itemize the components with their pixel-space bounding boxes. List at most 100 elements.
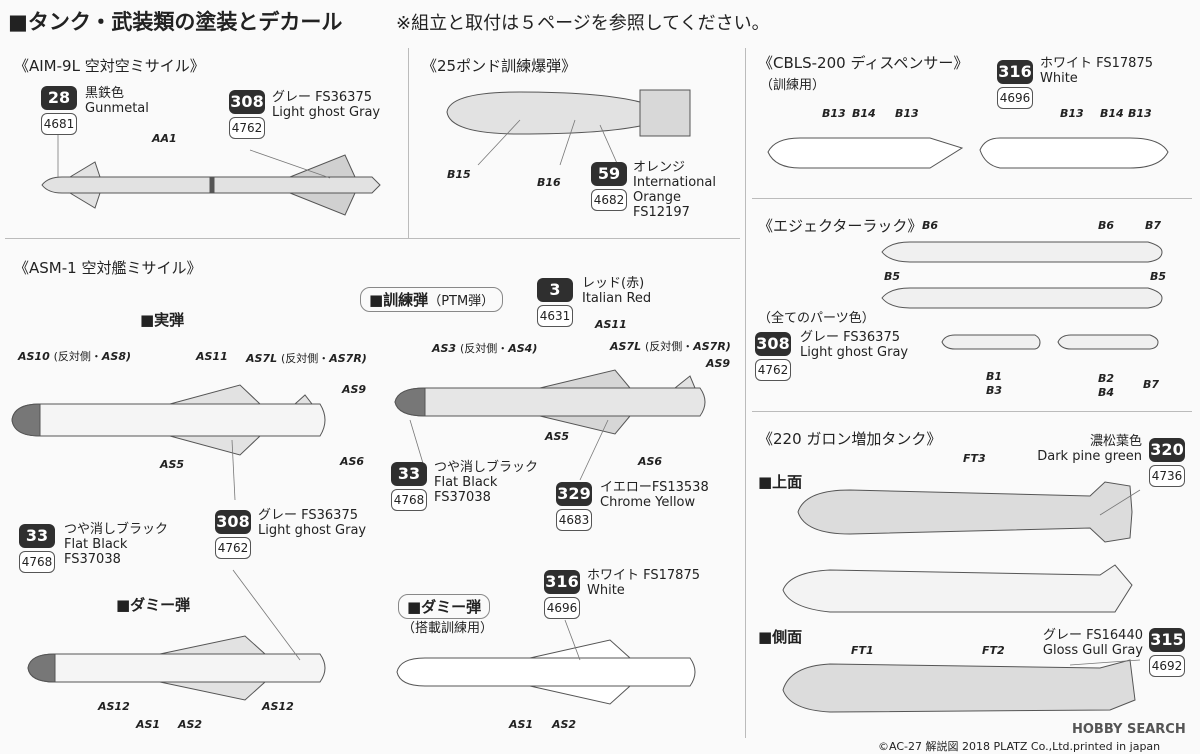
color-label-28: 黒鉄色 Gunmetal bbox=[85, 86, 149, 116]
asm1-ptm-missile bbox=[394, 387, 706, 417]
training-round-paren: （PTM弾） bbox=[428, 294, 495, 309]
decal-label-as10: AS10 (反対側・AS8) bbox=[18, 348, 131, 364]
decal-label: B1 bbox=[986, 370, 1003, 383]
color-alt-number: 4762 bbox=[229, 117, 265, 139]
color-code-308-c: 308 4762 bbox=[214, 510, 252, 559]
tank-top-view bbox=[797, 481, 1133, 543]
decal-note: (反対側・ bbox=[644, 340, 694, 353]
decal-label: AS7L bbox=[246, 352, 278, 365]
decal-label-as7-b: AS7L (反対側・AS7R) bbox=[610, 338, 731, 354]
decal-label: B13 bbox=[895, 107, 919, 120]
tank-side-view-lower bbox=[782, 659, 1136, 713]
color-alt-number: 4762 bbox=[215, 537, 251, 559]
decal-label: B5 bbox=[1150, 270, 1167, 283]
decal-label: AS1 bbox=[509, 718, 534, 731]
divider-right-2 bbox=[752, 411, 1192, 412]
section-bomb-title: 《25ポンド訓練爆弾》 bbox=[422, 57, 577, 75]
dummy-round-right-title: ■ダミー弾 bbox=[398, 594, 491, 619]
decal-label: AS8) bbox=[101, 350, 132, 363]
color-label-316-b: ホワイト FS17875 White bbox=[587, 568, 700, 598]
tank-side-view-upper bbox=[782, 564, 1133, 613]
color-number: 33 bbox=[19, 524, 55, 548]
color-label-308-c: グレー FS36375 Light ghost Gray bbox=[258, 508, 367, 538]
color-alt-number: 4696 bbox=[997, 87, 1033, 109]
color-number: 320 bbox=[1149, 438, 1185, 462]
decal-label: AS12 bbox=[262, 700, 294, 713]
color-code-59: 59 4682 bbox=[590, 162, 628, 211]
section-ejector-title: 《エジェクターラック》 bbox=[758, 217, 923, 235]
decal-note: (反対側・ bbox=[459, 342, 509, 355]
ejector-rack-2 bbox=[881, 287, 1163, 309]
color-label-329: イエローFS13538 Chrome Yellow bbox=[600, 480, 709, 510]
decal-label-as3: AS3 (反対側・AS4) bbox=[432, 340, 537, 356]
assembly-note: ※組立と取付は５ページを参照してください。 bbox=[396, 13, 770, 34]
color-number: 316 bbox=[997, 60, 1033, 84]
ejector-rack-part-b bbox=[1057, 334, 1159, 350]
decal-label: B13 bbox=[822, 107, 846, 120]
color-code-33-a: 33 4768 bbox=[390, 462, 428, 511]
color-label-308-a: グレー FS36375 Light ghost Gray bbox=[272, 90, 381, 120]
color-code-308-a: 308 4762 bbox=[228, 90, 266, 139]
divider-mid-top bbox=[408, 48, 409, 238]
watermark: HOBBY SEARCH bbox=[1072, 722, 1186, 737]
decal-label: AS7L bbox=[610, 340, 642, 353]
divider-right-1 bbox=[752, 198, 1192, 199]
color-label-308-b: グレー FS36375 Light ghost Gray bbox=[800, 330, 909, 360]
decal-label: AS11 bbox=[595, 318, 627, 331]
decal-label: AA1 bbox=[152, 132, 177, 145]
decal-label: FT2 bbox=[982, 644, 1005, 657]
asm1-live-missile bbox=[11, 403, 326, 437]
asm1-dummy-right bbox=[396, 657, 696, 687]
color-number: 308 bbox=[229, 90, 265, 114]
decal-label: B6 bbox=[922, 219, 939, 232]
copyright: ©AC-27 解説図 2018 PLATZ Co.,Ltd.printed in… bbox=[878, 740, 1161, 753]
decal-label: B13 bbox=[1060, 107, 1084, 120]
decal-label: AS9 bbox=[706, 357, 731, 370]
divider-left-top bbox=[5, 238, 740, 239]
decal-label: AS5 bbox=[545, 430, 570, 443]
dummy-round-right-paren: （搭載訓練用） bbox=[402, 621, 494, 636]
color-alt-number: 4762 bbox=[755, 359, 791, 381]
color-alt-number: 4681 bbox=[41, 113, 77, 135]
color-label-320: 濃松葉色 Dark pine green bbox=[1037, 434, 1142, 464]
decal-label: B7 bbox=[1145, 219, 1162, 232]
live-round-title: ■実弾 bbox=[140, 311, 185, 329]
color-alt-number: 4768 bbox=[391, 489, 427, 511]
side-view-title: ■側面 bbox=[758, 628, 803, 646]
decal-label: B13 bbox=[1128, 107, 1152, 120]
decal-label: AS6 bbox=[340, 455, 365, 468]
color-alt-number: 4631 bbox=[537, 305, 573, 327]
color-code-33-b: 33 4768 bbox=[18, 524, 56, 573]
decal-note: (反対側・ bbox=[280, 352, 330, 365]
color-alt-number: 4768 bbox=[19, 551, 55, 573]
color-label-33-a: つや消しブラック Flat Black FS37038 bbox=[434, 460, 539, 505]
asm1-dummy-left bbox=[27, 653, 326, 683]
decal-label: B2 bbox=[1098, 372, 1115, 385]
decal-label: AS7R) bbox=[329, 352, 367, 365]
decal-label: B6 bbox=[1098, 219, 1115, 232]
decal-label: B7 bbox=[1143, 378, 1160, 391]
ejector-rack-1 bbox=[881, 241, 1163, 263]
decal-label-as7-a: AS7L (反対側・AS7R) bbox=[246, 350, 367, 366]
color-number: 308 bbox=[215, 510, 251, 534]
color-number: 3 bbox=[537, 278, 573, 302]
decal-label: B5 bbox=[884, 270, 901, 283]
color-alt-number: 4683 bbox=[556, 509, 592, 531]
decal-label: AS10 bbox=[18, 350, 50, 363]
cbls-right bbox=[979, 137, 1169, 169]
color-code-320: 320 4736 bbox=[1148, 438, 1186, 487]
decal-label: AS5 bbox=[160, 458, 185, 471]
color-code-316-b: 316 4696 bbox=[543, 570, 581, 619]
color-alt-number: 4696 bbox=[544, 597, 580, 619]
color-number: 28 bbox=[41, 86, 77, 110]
page-title: ■タンク・武装類の塗装とデカール bbox=[8, 10, 343, 34]
color-number: 308 bbox=[755, 332, 791, 356]
section-cbls-title: 《CBLS-200 ディスペンサー》 bbox=[758, 54, 969, 72]
bomb-25lb bbox=[446, 91, 641, 135]
decal-label: B16 bbox=[537, 176, 561, 189]
decal-label: B14 bbox=[852, 107, 876, 120]
color-alt-number: 4692 bbox=[1149, 655, 1185, 677]
color-number: 329 bbox=[556, 482, 592, 506]
section-tank-title: 《220 ガロン増加タンク》 bbox=[758, 430, 942, 448]
all-parts-color-label: （全てのパーツ色） bbox=[758, 311, 875, 326]
